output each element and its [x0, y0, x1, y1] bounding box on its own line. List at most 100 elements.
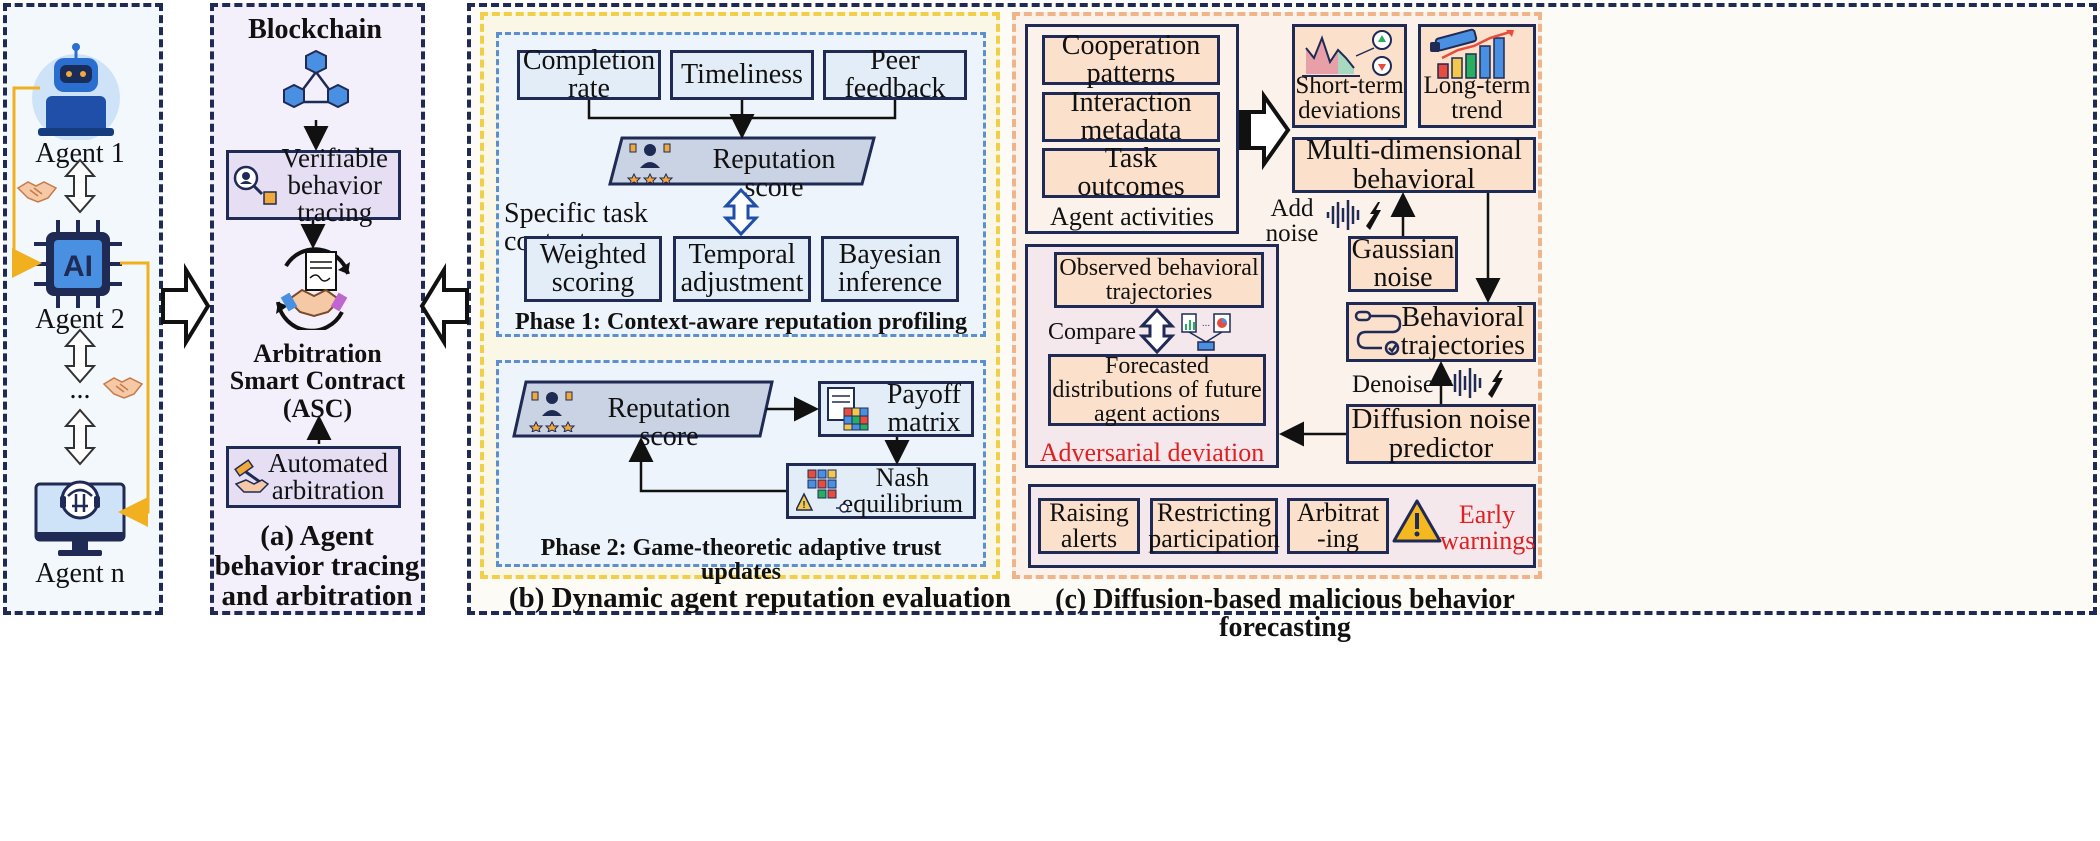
forecasted-line-1: Forecasted: [1105, 353, 1209, 379]
agent-ellipsis-label: ...: [69, 374, 91, 405]
compare-label: Compare: [1048, 319, 1136, 345]
multi-line-2: behavioral: [1352, 163, 1476, 195]
warning-icon: [1392, 498, 1442, 544]
adversarial-deviation-label: Adversarial deviation: [1039, 438, 1265, 467]
restricting-participation-box: Restricting participation: [1148, 498, 1280, 554]
svg-text:...: ...: [1202, 318, 1210, 329]
panel-b-caption: (b) Dynamic agent reputation evaluation: [508, 582, 1012, 614]
magnifier-icon: [232, 164, 278, 208]
weighted-scoring-box: Weighted scoring: [524, 236, 662, 302]
timeliness-box: Timeliness: [670, 50, 814, 100]
observed-line-2: trajectories: [1105, 279, 1213, 305]
payoff-matrix-icon: [826, 386, 872, 432]
blockchain-title: Blockchain: [248, 14, 382, 45]
reputation-score-label-2: Reputation score: [607, 393, 731, 452]
reputation-score-shape: [608, 136, 876, 186]
payoff-line-2: matrix: [887, 407, 961, 438]
agent-monitor-icon: [32, 466, 128, 562]
blockchain-icon: [280, 49, 352, 120]
reputation-score-shape-2: [512, 380, 774, 438]
add-noise-label: Add noise: [1262, 196, 1322, 246]
big-arrow-right: [161, 262, 211, 350]
cooperation-patterns-box: Cooperation patterns: [1042, 30, 1220, 88]
forecasted-distributions-box: Forecasted distributions of future agent…: [1048, 354, 1266, 426]
behavioral-traj-line-2: trajectories: [1400, 330, 1525, 361]
caption-a-line-3: and arbitration: [221, 579, 413, 612]
raising-line-2: alerts: [1060, 524, 1118, 553]
svg-text:AI: AI: [63, 250, 93, 283]
restricting-line-1: Restricting: [1156, 498, 1272, 527]
panel-a-caption: (a) Agent behavior tracing and arbitrati…: [212, 520, 422, 612]
multi-dimensional-box: Multi-dimensional behavioral: [1292, 136, 1536, 195]
arbitrating-line-2: -ing: [1317, 524, 1359, 553]
noise-wave-icon: [1324, 196, 1384, 234]
observed-line-1: Observed behavioral: [1059, 255, 1259, 281]
agent-activities-label: Agent activities: [1050, 202, 1214, 231]
task-outcomes-box: Task outcomes: [1042, 145, 1220, 201]
big-arrow-left: [419, 262, 469, 350]
early-line-1: Early: [1458, 500, 1516, 529]
gaussian-line-2: noise: [1373, 262, 1433, 293]
raising-line-1: Raising: [1049, 498, 1129, 527]
gaussian-line-1: Gaussian: [1351, 234, 1455, 265]
restricting-line-2: participation: [1148, 524, 1280, 553]
asc-line-2: Smart Contract: [229, 366, 406, 396]
verifiable-line-2: behavior: [287, 169, 382, 200]
short-term-line-2: deviations: [1298, 97, 1401, 124]
timeliness-line-1: Timeliness: [681, 59, 803, 90]
temporal-line-2: adjustment: [680, 267, 804, 298]
reputation-people-icon: [626, 138, 674, 185]
long-term-line-2: trend: [1451, 97, 1503, 124]
forecasted-line-2: distributions of future: [1052, 377, 1262, 403]
reputation-score-label: Reputation score: [712, 144, 836, 203]
bayesian-line-2: inference: [837, 267, 943, 298]
weighted-line-2: scoring: [551, 267, 635, 298]
gavel-icon: [232, 458, 270, 496]
nash-grid-icon: !: [794, 468, 850, 514]
caption-a-line-2: behavior tracing: [214, 549, 420, 582]
agent-1-label: Agent 1: [35, 138, 125, 169]
phase1-title: Phase 1: Context-aware reputation profil…: [515, 309, 967, 335]
behavioral-traj-line-1: Behavioral: [1401, 302, 1525, 333]
panel-c-caption: (c) Diffusion-based malicious behavior f…: [1055, 584, 1515, 643]
weighted-line-1: Weighted: [539, 239, 647, 270]
diffusion-line-1: Diffusion noise: [1351, 403, 1531, 435]
peer-line-2: feedback: [844, 73, 946, 104]
trajectory-icon: [1352, 308, 1404, 356]
completion-rate-box: Completion rate: [517, 45, 661, 103]
early-line-2: warnings: [1440, 526, 1536, 555]
bayesian-inference-box: Bayesian inference: [821, 236, 959, 302]
arbitrating-line-1: Arbitrat: [1296, 498, 1380, 527]
ai-chip-icon: AI: [32, 218, 124, 310]
telescope-trend-icon: [1428, 28, 1526, 80]
bayesian-line-1: Bayesian: [838, 239, 942, 270]
denoise-label: Denoise: [1352, 371, 1434, 398]
verifiable-line-3: tracing: [297, 196, 373, 227]
phase2-title: Phase 2: Game-theoretic adaptive trust u…: [540, 535, 942, 585]
smart-contract-icon: [268, 246, 360, 333]
caption-a-line-1: (a) Agent: [260, 520, 374, 552]
observed-trajectories-box: Observed behavioral trajectories: [1054, 252, 1264, 308]
automated-line-2: arbitration: [271, 475, 385, 505]
interaction-line-2: metadata: [1080, 115, 1182, 146]
nash-line-1: Nash: [875, 463, 930, 492]
reputation-people-icon-2: [528, 386, 576, 433]
agent-2-label: Agent 2: [35, 304, 125, 335]
asc-line-1: Arbitration: [253, 339, 382, 368]
nash-line-2: equilibrium: [841, 489, 963, 518]
temporal-line-1: Temporal: [688, 239, 796, 270]
handshake-icon: [16, 176, 58, 206]
interaction-line-1: Interaction: [1070, 87, 1192, 118]
diffusion-line-2: predictor: [1388, 432, 1494, 464]
completion-line-1: Completion: [522, 45, 656, 76]
long-term-box: Long-term trend: [1418, 24, 1536, 128]
raising-alerts-box: Raising alerts: [1038, 498, 1140, 554]
handshake-icon-2: [102, 372, 144, 402]
cooperation-line-1: Cooperation: [1061, 30, 1201, 61]
early-warnings-label: Early warnings: [1440, 500, 1536, 555]
arbitrating-box: Arbitrat -ing: [1287, 498, 1389, 554]
gaussian-noise-box: Gaussian noise: [1348, 236, 1458, 292]
denoise-wave-icon: [1446, 364, 1506, 402]
interaction-metadata-box: Interaction metadata: [1042, 87, 1220, 146]
